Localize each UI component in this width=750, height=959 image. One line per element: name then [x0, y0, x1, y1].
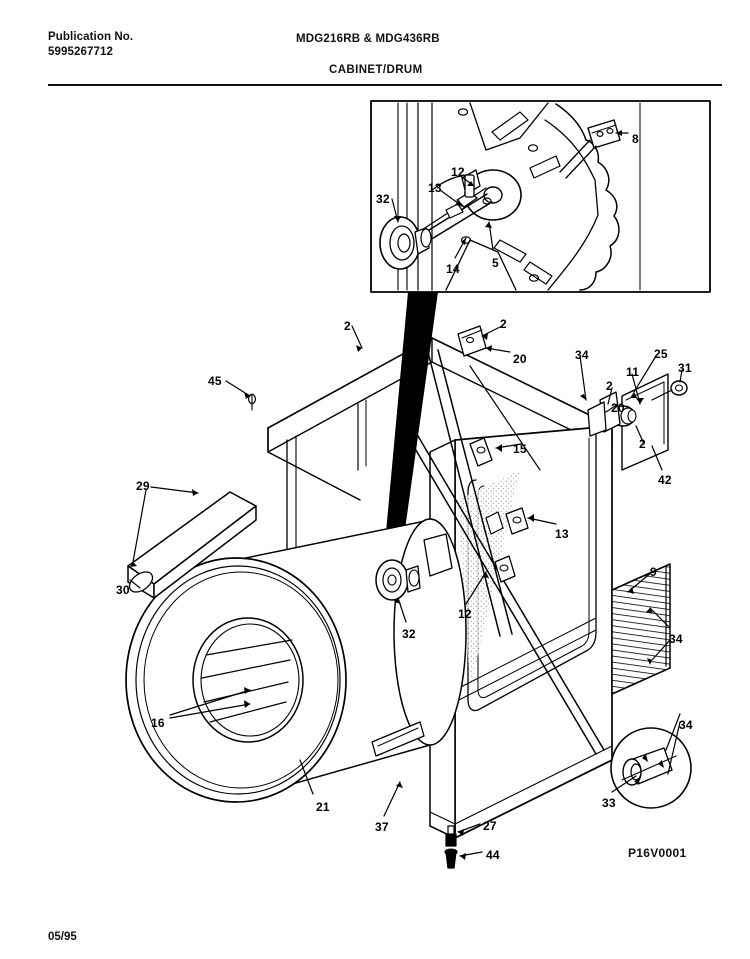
publication-number-block: Publication No. 5995267712: [48, 30, 133, 59]
callout-2-right-lower: 2: [639, 437, 646, 451]
callout-16: 16: [151, 716, 165, 730]
inset-detail-box: [370, 100, 711, 293]
callout-45: 45: [208, 374, 222, 388]
callout-44: 44: [486, 848, 500, 862]
callout-9: 9: [650, 565, 657, 579]
callout-14-inset: 14: [446, 262, 460, 276]
callout-33: 33: [602, 796, 616, 810]
rear-grille: [611, 563, 671, 695]
callout-2-right-upper: 2: [606, 379, 613, 393]
callout-5-inset: 5: [492, 256, 499, 270]
callout-29: 29: [136, 479, 150, 493]
callout-34-grille: 34: [669, 632, 683, 646]
callout-11: 11: [626, 365, 640, 379]
callout-13-main: 13: [555, 527, 569, 541]
callout-20-right: 20: [611, 401, 625, 415]
belt-wedge: [382, 292, 438, 580]
header-divider: [48, 84, 722, 86]
callout-37: 37: [375, 820, 389, 834]
callout-34-upper: 34: [575, 348, 589, 362]
callout-8-inset: 8: [632, 132, 639, 146]
drum-pulley: [375, 533, 453, 601]
model-numbers: MDG216RB & MDG436RB: [296, 33, 440, 45]
callout-2-top-right: 2: [500, 317, 507, 331]
callout-21: 21: [316, 800, 330, 814]
callout-12-inset: 12: [451, 165, 465, 179]
leg-detail-circle: [610, 727, 692, 809]
callout-12-main: 12: [458, 607, 472, 621]
callout-31: 31: [678, 361, 692, 375]
callout-34-detail: 34: [679, 718, 693, 732]
lint-duct: [127, 491, 257, 599]
screw-45: [248, 393, 257, 411]
page-title: CABINET/DRUM: [329, 64, 423, 76]
callout-32-inset: 32: [376, 192, 390, 206]
callout-20-top: 20: [513, 352, 527, 366]
front-base-bracket: [371, 721, 425, 757]
levelling-leg: [444, 825, 458, 869]
callout-27: 27: [483, 819, 497, 833]
callout-15: 15: [513, 442, 527, 456]
top-brackets: [457, 325, 487, 357]
leader-arrowheads: [130, 333, 653, 860]
callout-32-main: 32: [402, 627, 416, 641]
date-code: 05/95: [48, 931, 77, 943]
drum-support-struts: [403, 349, 605, 755]
callout-2-top-left: 2: [344, 319, 351, 333]
callout-42: 42: [658, 473, 672, 487]
callout-30: 30: [116, 583, 130, 597]
publication-number: 5995267712: [48, 45, 113, 58]
rear-control-cluster: [587, 373, 688, 471]
figure-code: P16V0001: [628, 846, 687, 860]
publication-label: Publication No.: [48, 31, 134, 43]
callout-25: 25: [654, 347, 668, 361]
roller-brackets: [469, 437, 529, 583]
callout-13-inset: 13: [428, 181, 442, 195]
